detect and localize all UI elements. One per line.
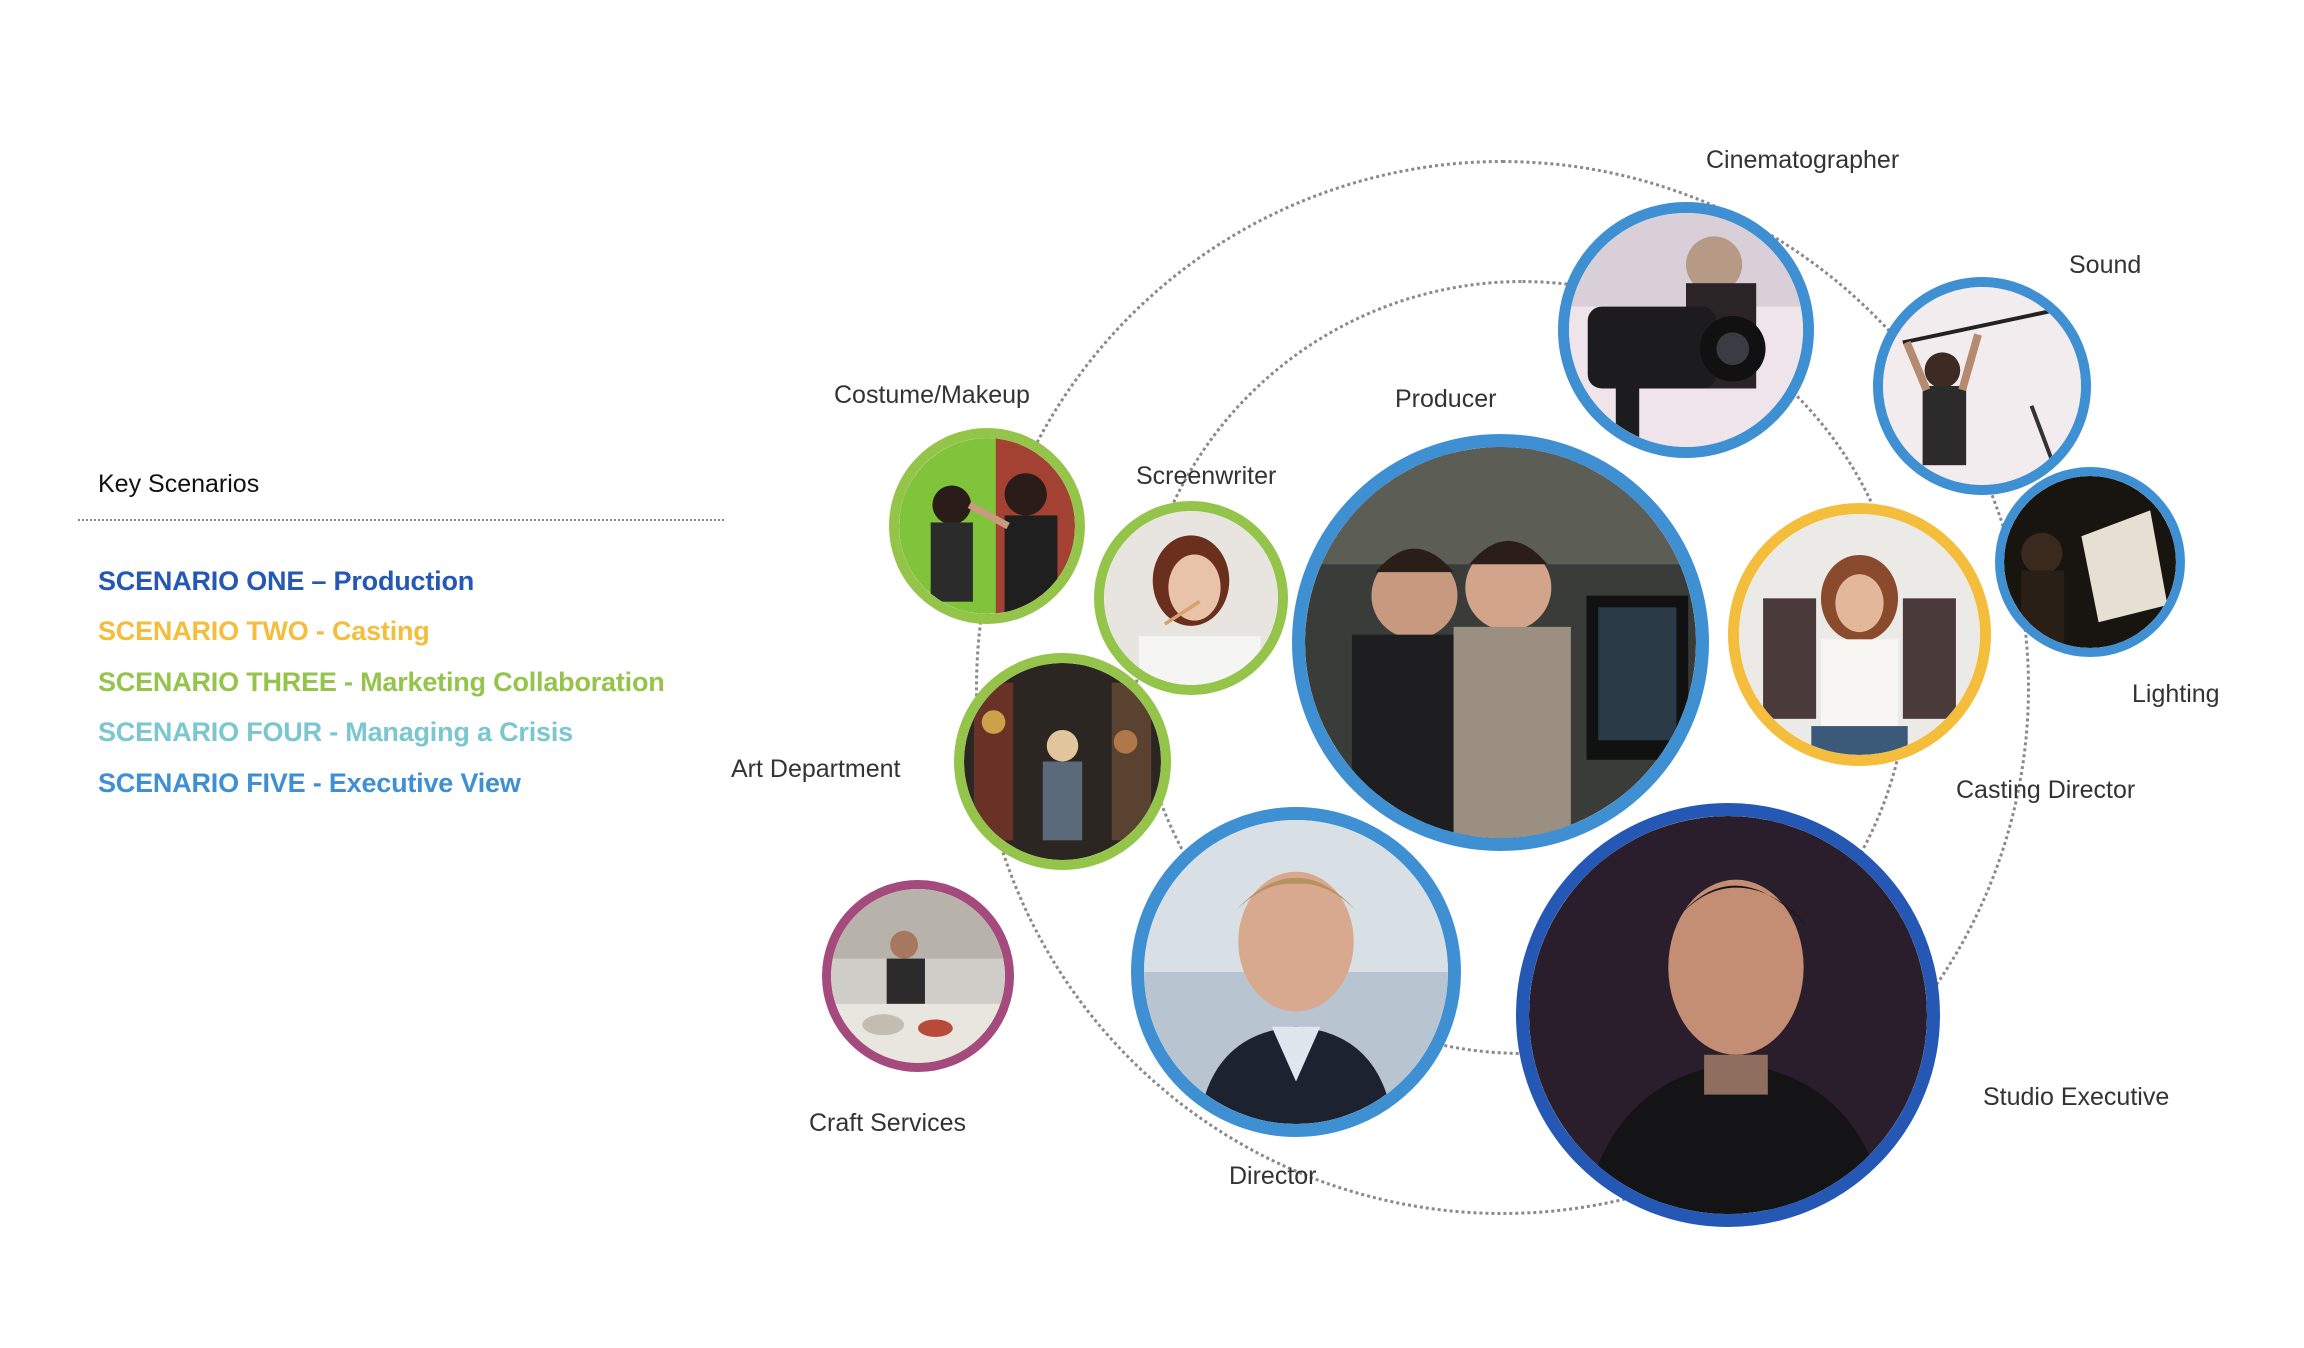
bubble-studio-executive[interactable]	[1516, 803, 1940, 1227]
writer-photo	[1104, 511, 1278, 685]
scenario-three-item[interactable]: SCENARIO THREE - Marketing Collaboration	[98, 667, 665, 697]
bubble-casting-director[interactable]	[1728, 503, 1991, 766]
bubble-craft-services[interactable]	[822, 880, 1014, 1072]
label-producer: Producer	[1395, 385, 1497, 413]
bubble-screenwriter[interactable]	[1094, 501, 1288, 695]
executive-portrait	[1529, 816, 1927, 1214]
label-art-department: Art Department	[731, 755, 901, 783]
label-craft-services: Craft Services	[809, 1109, 966, 1137]
bubble-sound[interactable]	[1873, 277, 2091, 495]
label-costume-makeup: Costume/Makeup	[834, 381, 1030, 409]
label-director: Director	[1229, 1162, 1317, 1190]
catering-photo	[831, 889, 1005, 1063]
scenario-five-item[interactable]: SCENARIO FIVE - Executive View	[98, 768, 521, 798]
bubble-producer[interactable]	[1292, 434, 1709, 851]
label-studio-executive: Studio Executive	[1983, 1083, 2170, 1111]
scenario-one-item[interactable]: SCENARIO ONE – Production	[98, 566, 475, 596]
lighting-photo	[2004, 476, 2176, 648]
scenario-two-item[interactable]: SCENARIO TWO - Casting	[98, 616, 430, 646]
camera-operator-photo	[1569, 213, 1803, 447]
label-cinematographer: Cinematographer	[1706, 146, 1900, 174]
scenario-four-item[interactable]: SCENARIO FOUR - Managing a Crisis	[98, 717, 573, 747]
producer-photo	[1305, 447, 1696, 838]
legend-title: Key Scenarios	[98, 470, 260, 498]
bubble-art-department[interactable]	[954, 653, 1171, 870]
label-screenwriter: Screenwriter	[1136, 462, 1277, 490]
bubble-cinematographer[interactable]	[1558, 202, 1814, 458]
props-photo	[964, 663, 1161, 860]
label-sound: Sound	[2069, 251, 2142, 279]
boom-operator-photo	[1883, 287, 2081, 485]
casting-photo	[1739, 514, 1980, 755]
director-portrait	[1144, 820, 1448, 1124]
scenario-legend: Key Scenarios SCENARIO ONE – Production …	[0, 0, 740, 1348]
bubble-costume-makeup[interactable]	[889, 428, 1085, 624]
makeup-photo	[899, 438, 1075, 614]
bubble-director[interactable]	[1131, 807, 1461, 1137]
outer-orbit-ring	[975, 160, 2030, 1215]
label-lighting: Lighting	[2132, 680, 2220, 708]
label-casting-director: Casting Director	[1956, 776, 2136, 804]
bubble-lighting[interactable]	[1995, 467, 2185, 657]
legend-divider	[78, 519, 724, 521]
